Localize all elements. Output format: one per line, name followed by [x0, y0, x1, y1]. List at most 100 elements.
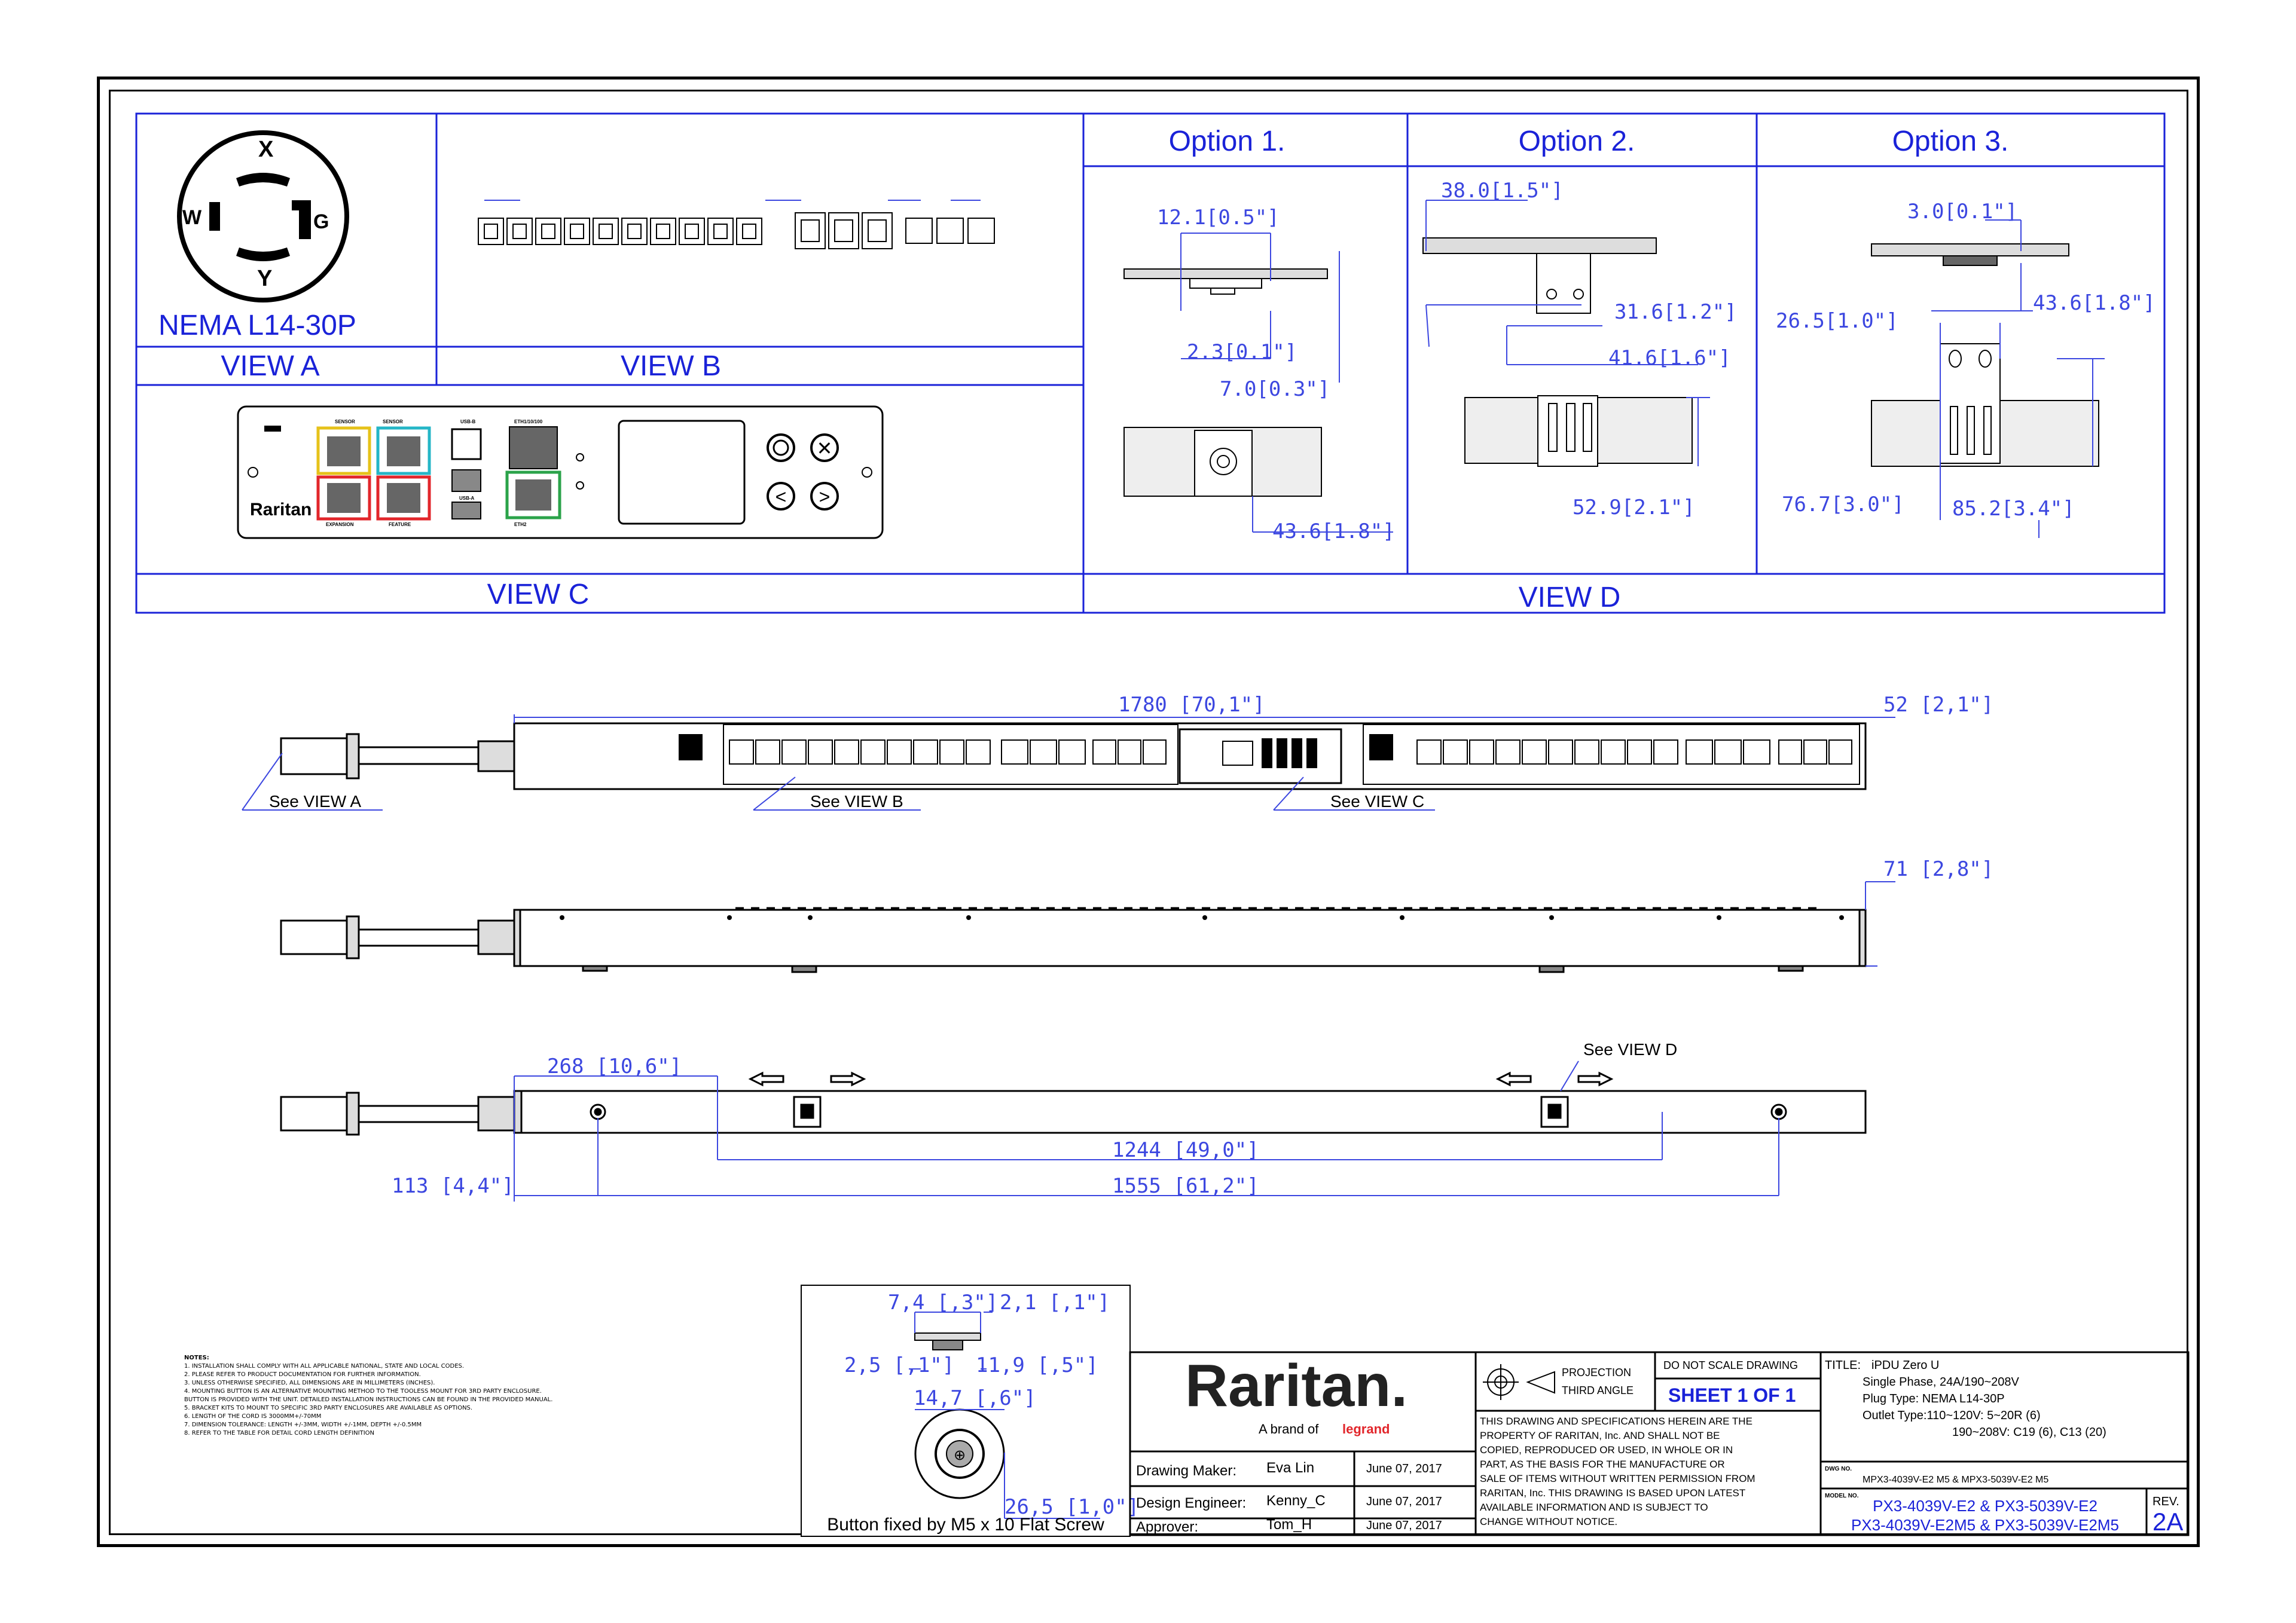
title-block-grid [1129, 1351, 2190, 1536]
front-outlet [1627, 739, 1652, 765]
view-b-label: VIEW B [621, 350, 721, 382]
dwg-label: DWG NO. [1825, 1466, 1852, 1472]
front-outlet [1653, 739, 1678, 765]
front-breaker [1369, 734, 1393, 760]
btn-dim-1: 7,4 [,3"] [888, 1291, 998, 1315]
port-label-feature: FEATURE [389, 522, 411, 527]
opt3-dim-3: 26.5[1.0"] [1776, 309, 1898, 333]
note-item: 3. UNLESS OTHERWISE SPECIFIED, ALL DIMEN… [184, 1380, 435, 1386]
design-engineer-date: June 07, 2017 [1366, 1495, 1442, 1508]
pdu-side-view [280, 909, 1867, 973]
dim-1244: 1244 [49,0"] [1112, 1138, 1259, 1162]
legal-line: RARITAN, Inc. THIS DRAWING IS BASED UPON… [1480, 1487, 1745, 1499]
tagline-brand: legrand [1342, 1422, 1390, 1436]
title-line: Single Phase, 24A/190~208V [1863, 1376, 2020, 1389]
opt2-dim-2: 31.6[1.2"] [1614, 300, 1737, 324]
front-outlet [729, 739, 754, 765]
front-outlet [755, 739, 780, 765]
sheet-label: SHEET 1 OF 1 [1668, 1384, 1796, 1406]
outer-border [97, 77, 2200, 1547]
front-outlet [1778, 739, 1802, 765]
front-outlet [1495, 739, 1521, 765]
front-outlet [1001, 739, 1028, 765]
btn-dim-6: 26,5 [1,0"] [1004, 1495, 1139, 1519]
opt2-dim-4: 52.9[2.1"] [1573, 496, 1695, 519]
c13-outlet [621, 218, 648, 245]
front-outlet [1118, 739, 1141, 765]
projection-label: PROJECTION [1562, 1367, 1631, 1379]
legal-line: COPIED, REPRODUCED OR USED, IN WHOLE OR … [1480, 1444, 1733, 1456]
front-outlet [1803, 739, 1827, 765]
see-view-c: See VIEW C [1330, 792, 1424, 811]
front-outlet [860, 739, 886, 765]
projection-symbol [1483, 1364, 1555, 1400]
drawing-maker: Eva Lin [1266, 1460, 1314, 1476]
opt2-dim-3: 41.6[1.6"] [1608, 346, 1731, 370]
title-line: Outlet Type:110~120V: 5~20R (6) [1863, 1409, 2041, 1422]
btn-dim-4: 11,9 [,5"] [976, 1353, 1098, 1377]
view-b-outlet-strip [478, 200, 995, 249]
option3-drawing [1871, 243, 2099, 467]
front-outlet [1743, 739, 1770, 765]
front-outlet [1828, 739, 1852, 765]
legal-line: SALE OF ITEMS WITHOUT WRITTEN PERMISSION… [1480, 1473, 1755, 1484]
front-dims [514, 714, 1895, 723]
option1-heading: Option 1. [1169, 126, 1286, 157]
length-dim: 1780 [70,1"] [1118, 693, 1265, 717]
view-c-label: VIEW C [487, 579, 590, 610]
view-d-label: VIEW D [1519, 582, 1621, 613]
front-outlet [1714, 739, 1742, 765]
approver: Tom_H [1266, 1517, 1312, 1533]
svg-text:>: > [819, 486, 831, 508]
front-outlet [808, 739, 833, 765]
do-not-scale-label: DO NOT SCALE DRAWING [1663, 1359, 1798, 1371]
pin-g-label: G [313, 210, 329, 233]
view-grid [135, 112, 2166, 614]
note-item: 1. INSTALLATION SHALL COMPLY WITH ALL AP… [184, 1363, 465, 1370]
option3-dims [1931, 219, 2105, 538]
view-a-label: VIEW A [221, 350, 319, 382]
svg-text:✕: ✕ [817, 438, 833, 459]
opt3-dim-1: 3.0[0.1"] [1907, 200, 2017, 224]
button-caption: Button fixed by M5 x 10 Flat Screw [827, 1515, 1104, 1535]
front-outlet [913, 739, 938, 765]
approver-label: Approver: [1136, 1519, 1198, 1535]
pdu-front-view [280, 722, 1867, 790]
c13-outlet [707, 218, 734, 245]
front-outlet [1092, 739, 1116, 765]
legal-notice: THIS DRAWING AND SPECIFICATIONS HEREIN A… [1480, 1416, 1755, 1527]
option2-dims [1425, 200, 1710, 466]
design-engineer: Kenny_C [1266, 1493, 1326, 1509]
front-outlet [1686, 739, 1713, 765]
note-item: 7. DIMENSION TOLERANCE: LENGTH +/-3MM, W… [184, 1422, 422, 1428]
title-label: TITLE: [1825, 1359, 1861, 1372]
front-outlet [834, 739, 859, 765]
button-detail: ⊕ 7,4 [,3"] 2,1 [,1"] 2,5 [,1"] 11,9 [,5… [801, 1285, 1139, 1537]
front-outlet [1443, 739, 1468, 765]
model-line-2: PX3-4039V-E2M5 & PX3-5039V-E2M5 [1851, 1516, 2119, 1534]
dwg-no: MPX3-4039V-E2 M5 & MPX3-5039V-E2 M5 [1863, 1475, 2048, 1485]
title-line: iPDU Zero U [1871, 1359, 1939, 1372]
depth-dim: 71 [2,8"] [1883, 857, 1993, 881]
port-label-eth2: ETH2 [514, 522, 527, 527]
pdu-back-view [280, 1071, 1867, 1136]
title-line: 190~208V: C19 (6), C13 (20) [1952, 1426, 2106, 1439]
drawing-maker-date: June 07, 2017 [1366, 1462, 1442, 1475]
front-outlet [1030, 739, 1057, 765]
opt2-dim-1: 38.0[1.5"] [1441, 179, 1564, 203]
port-label-expansion: EXPANSION [326, 522, 354, 527]
legal-line: AVAILABLE INFORMATION AND IS SUBJECT TO [1480, 1502, 1708, 1513]
opt1-dim-3: 7.0[0.3"] [1220, 377, 1330, 401]
back-dims [514, 1060, 1779, 1202]
front-outlet [1548, 739, 1573, 765]
note-item: 5. BRACKET KITS TO MOUNT TO SPECIFIC 3RD… [184, 1405, 473, 1411]
front-outlet [1143, 739, 1167, 765]
front-outlet [1601, 739, 1626, 765]
btn-dim-3: 2,5 [,1"] [844, 1353, 954, 1377]
c19-outlet [828, 212, 859, 249]
front-outlet [1058, 739, 1086, 765]
dim-113: 113 [4,4"] [392, 1174, 514, 1198]
option1-drawing [1123, 268, 1328, 497]
pin-x-label: X [258, 137, 274, 162]
